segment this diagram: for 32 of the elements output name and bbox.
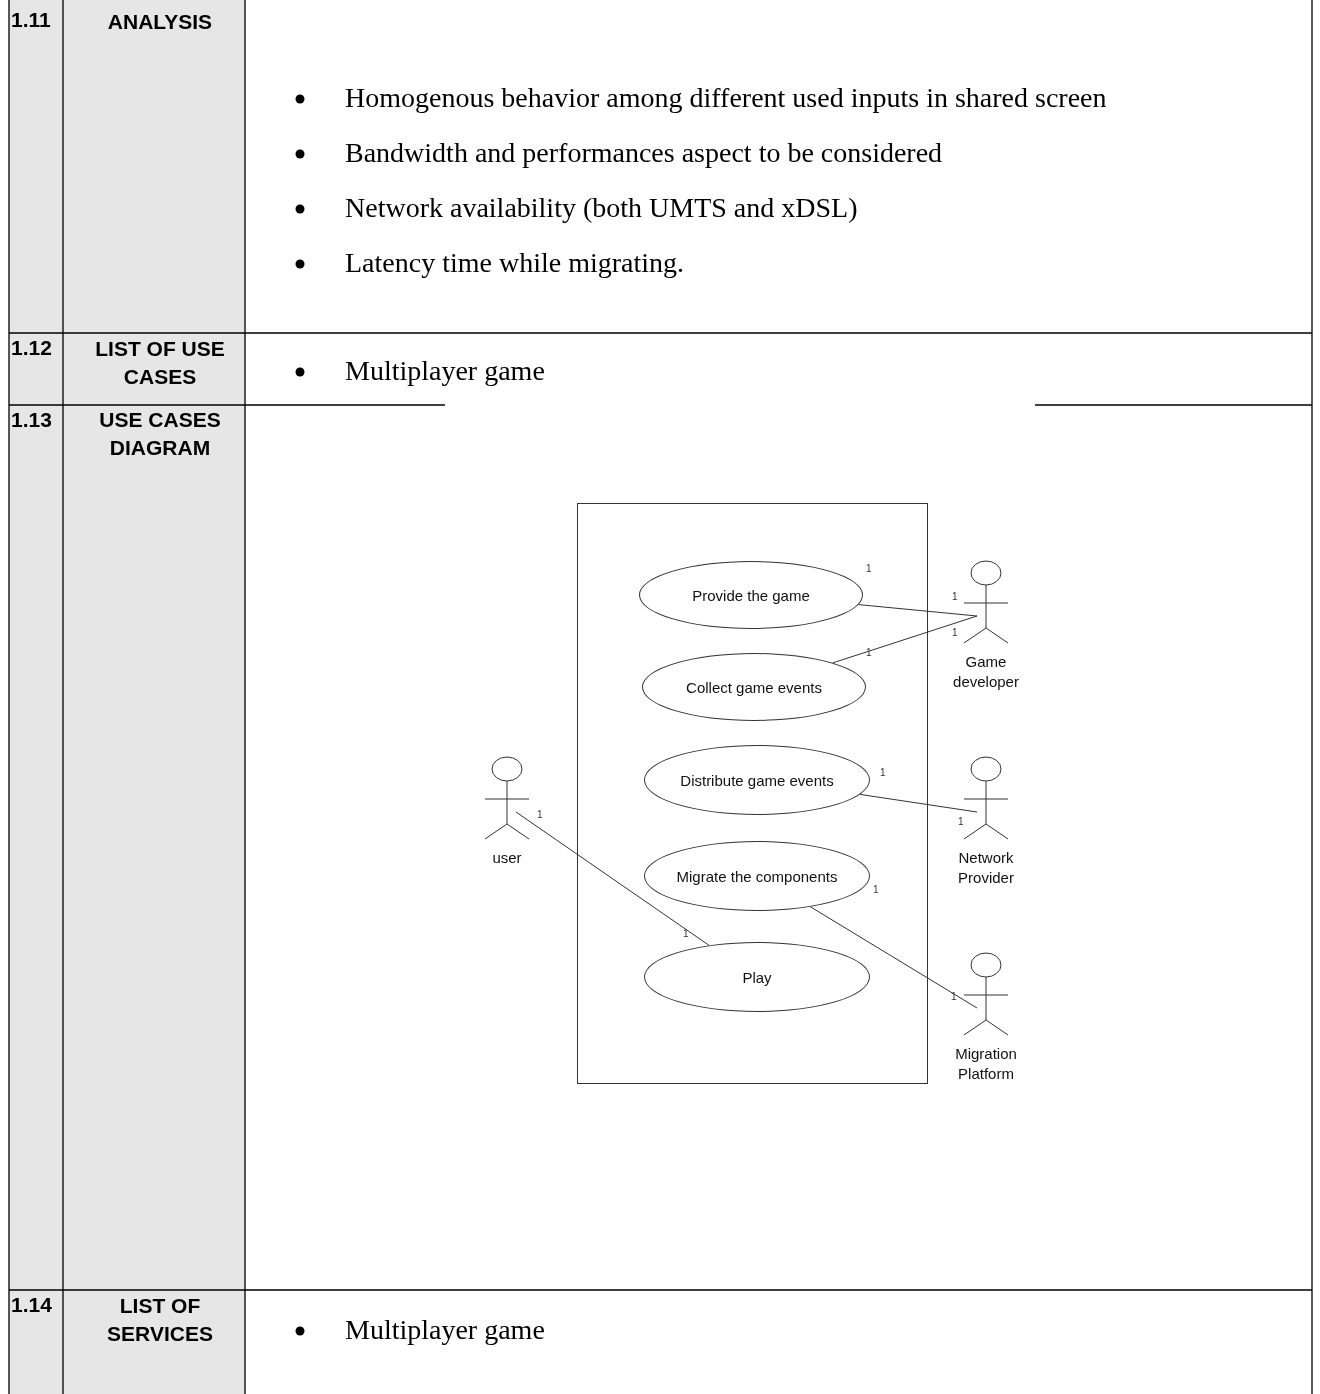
association-line [859,793,978,813]
association-line [810,906,978,1009]
association-line [857,604,978,617]
bullet-text: Multiplayer game [345,355,545,387]
association-line [515,811,710,946]
section-heading: ANALYSIS [106,9,214,35]
section-number: 1.14 [11,1293,52,1317]
multiplicity-label: 1 [958,816,964,827]
multiplicity-label: 1 [683,928,689,939]
bullet-text: Multiplayer game [345,1314,545,1346]
actor-name: Network Provider [957,848,1015,888]
bullet-text: Homogenous behavior among different used inputs in shared screen [345,82,1107,114]
multiplicity-label: 1 [952,591,958,602]
section-number: 1.11 [11,8,51,32]
multiplicity-label: 1 [880,767,886,778]
section-number: 1.12 [11,336,52,360]
section-heading: LIST OF USE CASES [94,336,226,390]
section-heading: LIST OF SERVICES [106,1293,214,1347]
actor-name: user [491,848,523,868]
section-heading: USE CASES DIAGRAM [98,407,222,461]
actor-name: Migration Platform [954,1044,1018,1084]
association-line [832,615,978,664]
multiplicity-label: 1 [866,647,872,658]
multiplicity-label: 1 [952,627,958,638]
system-boundary-box [577,503,928,1084]
multiplicity-label: 1 [537,809,543,820]
multiplicity-label: 1 [951,991,957,1002]
section-number: 1.13 [11,408,52,432]
actor-name: Game developer [952,652,1020,692]
bullet-text: Network availability (both UMTS and xDSL) [345,192,858,224]
bullet-text: Bandwidth and performances aspect to be considered [345,137,943,169]
bullet-text: Latency time while migrating. [345,247,684,279]
